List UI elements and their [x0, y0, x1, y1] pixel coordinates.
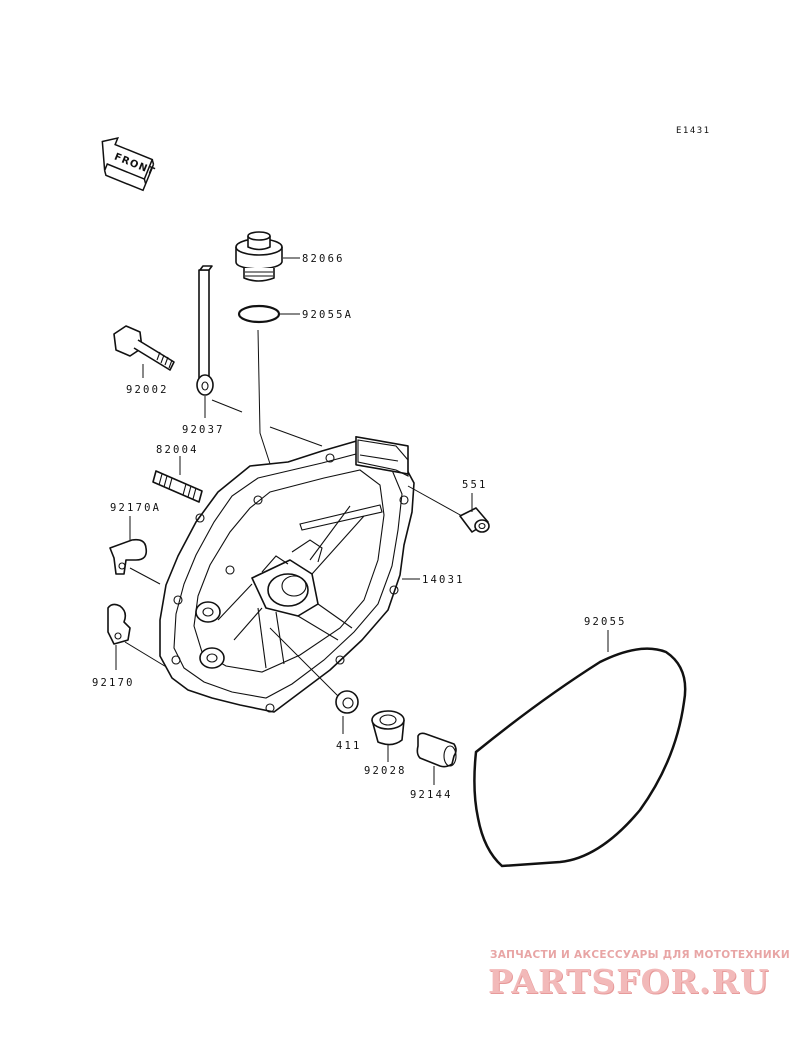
- dowel-pin-551: [459, 507, 490, 533]
- gasket-92055: [473, 647, 687, 868]
- front-arrow-icon: FRONT: [101, 137, 157, 192]
- reference-code: E1431: [676, 126, 711, 136]
- part-number-92144: 92144: [410, 789, 453, 801]
- clamp-92170A: [109, 538, 148, 575]
- watermark-logo: PARTSFOR.RU: [488, 962, 770, 1001]
- oil-filler-plug: [235, 231, 283, 282]
- part-number-551: 551: [462, 479, 488, 491]
- part-number-92037: 92037: [182, 424, 225, 436]
- part-number-411: 411: [336, 740, 362, 752]
- bushing-92028: [371, 710, 405, 746]
- stud-82004: [152, 470, 203, 503]
- part-number-92170: 92170: [92, 677, 135, 689]
- part-number-92055: 92055: [584, 616, 627, 628]
- bolt-92002: [113, 325, 175, 371]
- o-ring-small: [237, 304, 281, 324]
- part-number-14031: 14031: [422, 574, 465, 586]
- washer-411: [335, 690, 359, 714]
- clutch-cover: [159, 435, 415, 713]
- part-number-82066: 82066: [302, 253, 345, 265]
- watermark-tagline: ЗАПЧАСТИ И АКСЕССУАРЫ ДЛЯ МОТОТЕХНИКИ: [490, 949, 790, 961]
- spring-92144: [416, 732, 457, 768]
- part-number-82004: 82004: [156, 444, 199, 456]
- part-number-92170A: 92170A: [110, 502, 161, 514]
- strap-92037: [196, 265, 214, 396]
- clamp-92170: [107, 603, 131, 645]
- part-number-92002: 92002: [126, 384, 169, 396]
- part-number-92055A: 92055A: [302, 309, 353, 321]
- part-number-92028: 92028: [364, 765, 407, 777]
